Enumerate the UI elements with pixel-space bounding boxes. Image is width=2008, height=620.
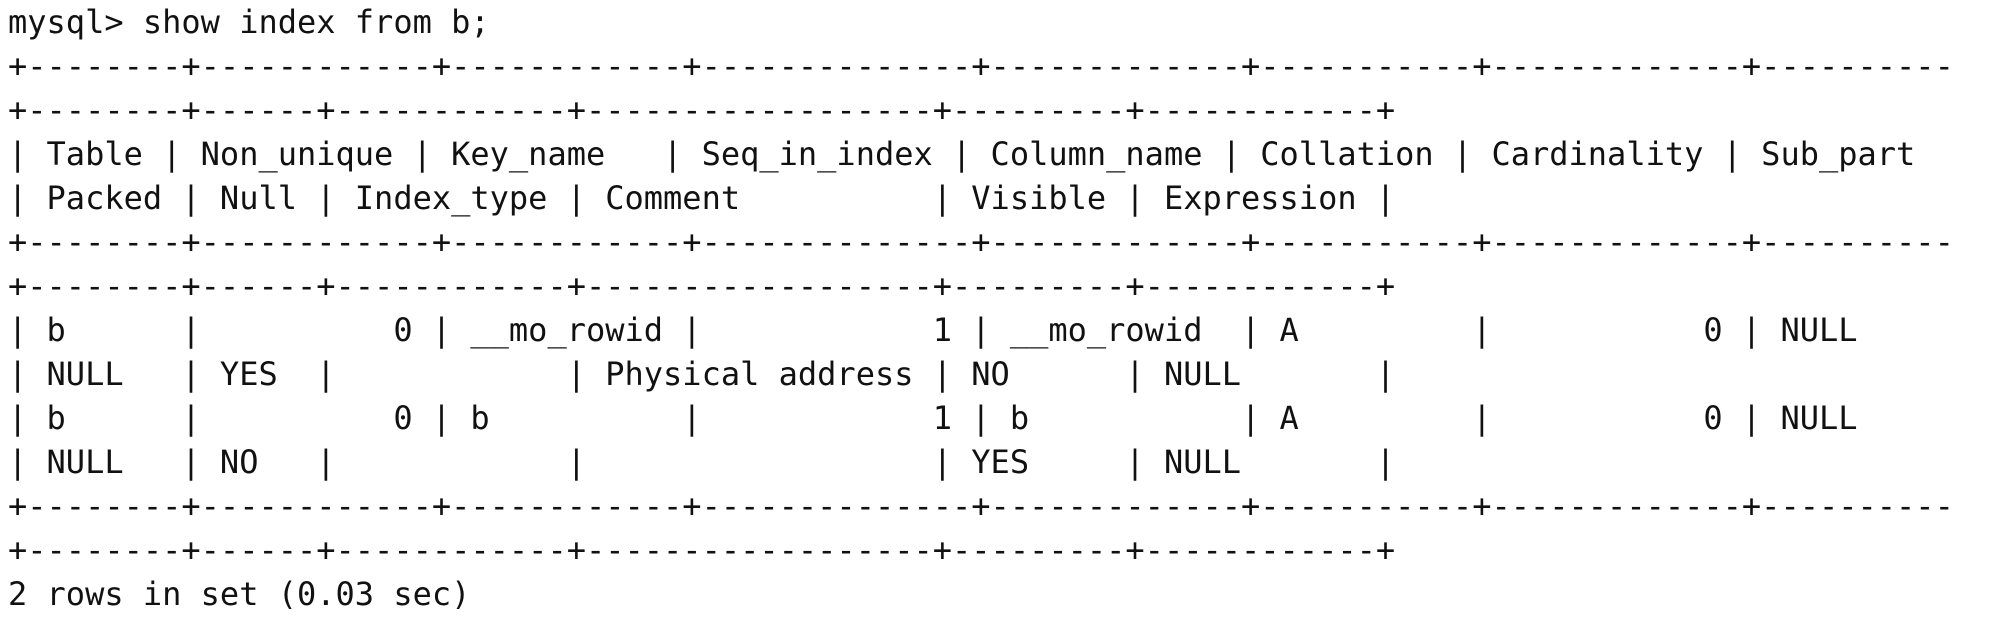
table-row-wrap: | NULL | YES | | Physical address | NO |… xyxy=(8,355,1396,393)
table-row: | b | 0 | __mo_rowid | 1 | __mo_rowid | … xyxy=(8,311,1858,349)
result-summary: 2 rows in set (0.03 sec) xyxy=(8,575,471,613)
table-border-top-wrap: +--------+------+------------+----------… xyxy=(8,91,1396,129)
table-border-bottom: +--------+------------+------------+----… xyxy=(8,487,1954,525)
table-border-bottom-wrap: +--------+------+------------+----------… xyxy=(8,531,1396,569)
table-header-wrap: | Packed | Null | Index_type | Comment |… xyxy=(8,179,1396,217)
table-row: | b | 0 | b | 1 | b | A | 0 | NULL xyxy=(8,399,1858,437)
table-header: | Table | Non_unique | Key_name | Seq_in… xyxy=(8,135,1916,173)
table-border-middle-wrap: +--------+------+------------+----------… xyxy=(8,267,1396,305)
table-row-wrap: | NULL | NO | | | YES | NULL | xyxy=(8,443,1396,481)
table-border-middle: +--------+------------+------------+----… xyxy=(8,223,1954,261)
table-border-top: +--------+------------+------------+----… xyxy=(8,47,1954,85)
command-line: mysql> show index from b; xyxy=(8,3,490,41)
